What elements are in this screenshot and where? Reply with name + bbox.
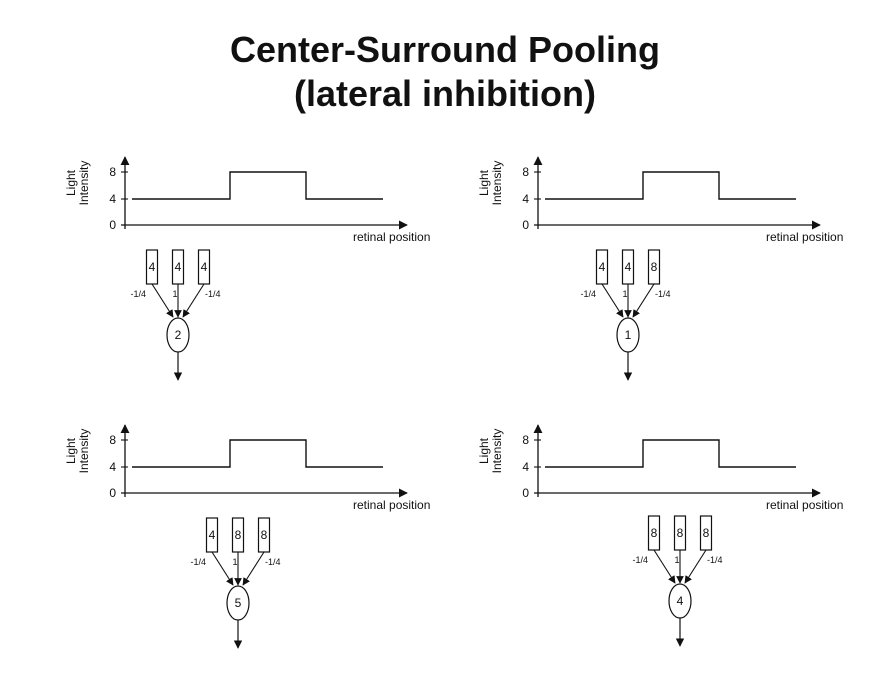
y-axis-label: LightIntensity xyxy=(477,429,504,474)
input-value: 8 xyxy=(677,526,684,540)
weight-right: -1/4 xyxy=(707,555,723,565)
weight-left: -1/4 xyxy=(130,289,146,299)
input-value: 4 xyxy=(209,528,216,542)
panel-4: 8 4 0 LightIntensity retinal position 8 8 8 -1/4… xyxy=(477,424,843,647)
x-axis-label: retinal position xyxy=(766,498,843,512)
y-tick-label: 4 xyxy=(109,192,116,206)
y-tick-label: 4 xyxy=(522,460,529,474)
connection-arrow xyxy=(242,551,265,586)
weight-center: 1 xyxy=(232,557,237,567)
input-value: 4 xyxy=(599,260,606,274)
y-axis-label-line1: Light xyxy=(64,169,78,196)
intensity-profile xyxy=(132,439,383,468)
y-axis-label: LightIntensity xyxy=(64,429,91,474)
weight-center: 1 xyxy=(172,289,177,299)
y-tick-label: 8 xyxy=(109,433,116,447)
connection-arrow xyxy=(632,283,655,318)
y-axis-label-line2: Intensity xyxy=(77,161,91,206)
output-value: 4 xyxy=(677,594,684,608)
weight-left: -1/4 xyxy=(632,555,648,565)
intensity-profile xyxy=(545,439,796,468)
connection-arrow xyxy=(151,283,174,318)
weight-right: -1/4 xyxy=(655,289,671,299)
connection-arrow xyxy=(211,551,234,586)
intensity-profile xyxy=(545,171,796,200)
input-value: 4 xyxy=(149,260,156,274)
input-value: 4 xyxy=(625,260,632,274)
x-axis-label: retinal position xyxy=(353,498,430,512)
input-value: 8 xyxy=(651,526,658,540)
y-axis-label-line1: Light xyxy=(64,437,78,464)
y-tick-label: 4 xyxy=(522,192,529,206)
x-axis-label: retinal position xyxy=(766,230,843,244)
connection-arrow xyxy=(684,549,707,584)
y-tick-label: 0 xyxy=(109,218,116,232)
slide-title: Center-Surround Pooling xyxy=(230,29,660,70)
y-tick-label: 0 xyxy=(522,486,529,500)
panel-2: 8 4 0 LightIntensity retinal position 4 4 8 -1/4… xyxy=(477,156,843,381)
weight-center: 1 xyxy=(674,555,679,565)
y-axis-label-line1: Light xyxy=(477,437,491,464)
y-axis-label-line1: Light xyxy=(477,169,491,196)
y-axis-label: LightIntensity xyxy=(477,161,504,206)
y-tick-label: 0 xyxy=(522,218,529,232)
weight-left: -1/4 xyxy=(580,289,596,299)
intensity-profile xyxy=(132,171,383,200)
weight-left: -1/4 xyxy=(190,557,206,567)
connection-arrow xyxy=(182,283,205,318)
input-value: 8 xyxy=(261,528,268,542)
output-value: 1 xyxy=(625,328,632,342)
y-tick-label: 8 xyxy=(109,165,116,179)
input-value: 8 xyxy=(235,528,242,542)
y-tick-label: 0 xyxy=(109,486,116,500)
weight-center: 1 xyxy=(622,289,627,299)
input-value: 4 xyxy=(201,260,208,274)
weight-right: -1/4 xyxy=(265,557,281,567)
y-axis-label: LightIntensity xyxy=(64,161,91,206)
weight-right: -1/4 xyxy=(205,289,221,299)
connection-arrow xyxy=(601,283,624,318)
connection-arrow xyxy=(653,549,676,584)
output-value: 5 xyxy=(235,596,242,610)
x-axis-label: retinal position xyxy=(353,230,430,244)
input-value: 4 xyxy=(175,260,182,274)
y-axis-label-line2: Intensity xyxy=(77,429,91,474)
input-value: 8 xyxy=(651,260,658,274)
output-value: 2 xyxy=(175,328,182,342)
panel-3: 8 4 0 LightIntensity retinal position 4 8 8 -1/4… xyxy=(64,424,430,649)
y-tick-label: 4 xyxy=(109,460,116,474)
y-tick-label: 8 xyxy=(522,165,529,179)
input-value: 8 xyxy=(703,526,710,540)
panel-1: 8 4 0 LightIntensity retinal position 4 4 4 -1/4… xyxy=(64,156,430,381)
slide-subtitle: (lateral inhibition) xyxy=(294,73,596,114)
y-axis-label-line2: Intensity xyxy=(490,161,504,206)
y-axis-label-line2: Intensity xyxy=(490,429,504,474)
y-tick-label: 8 xyxy=(522,433,529,447)
